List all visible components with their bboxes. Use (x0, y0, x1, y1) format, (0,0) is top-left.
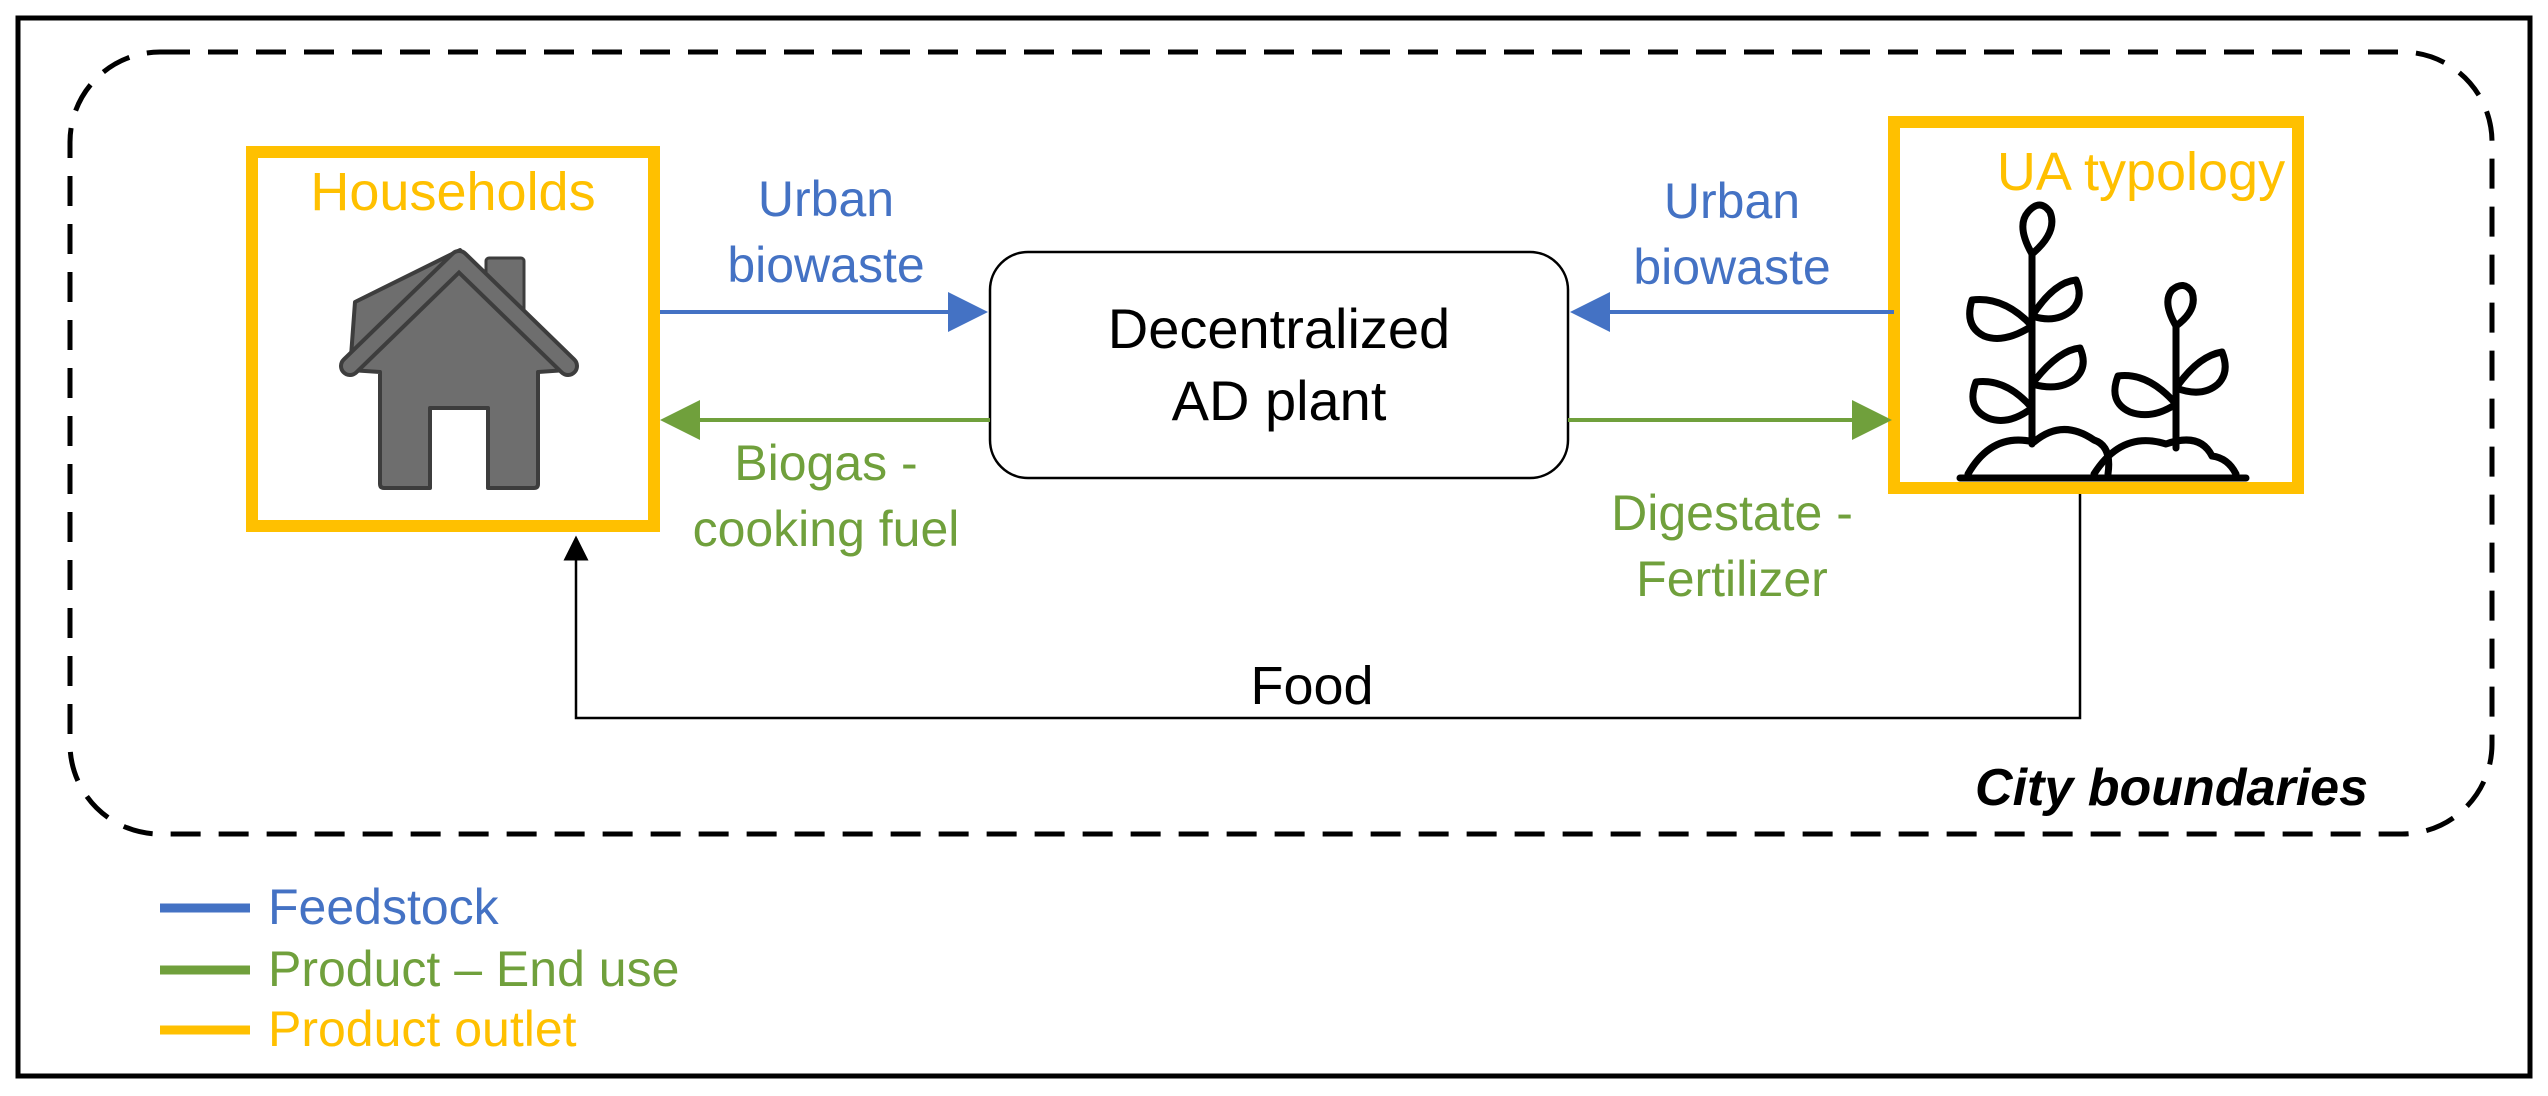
flow-households-to-plant-line2: biowaste (727, 237, 924, 293)
flow-households-to-plant-line1: Urban (758, 171, 894, 227)
legend-label-product: Product – End use (268, 941, 679, 997)
legend-label-feedstock: Feedstock (268, 879, 500, 935)
figure-frame (15, 15, 2533, 1079)
ad-plant-line2: AD plant (1172, 369, 1387, 432)
flow-ua-to-plant-line2: biowaste (1633, 239, 1830, 295)
city-boundary (67, 49, 2495, 837)
ua-typology-box (1888, 116, 2304, 494)
flow-ua-to-plant-line1: Urban (1664, 173, 1800, 229)
ua-typology-title: UA typology (1997, 142, 2285, 202)
flow-ua-to-households-label: Food (1250, 656, 1373, 716)
plant-icon (1956, 201, 2250, 482)
legend: Feedstock Product – End use Product outl… (160, 879, 679, 1057)
flow-ua-to-households (563, 494, 2082, 720)
ad-plant-line1: Decentralized (1108, 297, 1450, 360)
city-boundary-label: City boundaries (1975, 759, 2368, 817)
house-icon (339, 248, 579, 490)
households-title: Households (310, 162, 595, 222)
flow-plant-to-households-line1: Biogas - (734, 435, 917, 491)
legend-label-outlet: Product outlet (268, 1001, 577, 1057)
flow-plant-to-households-line2: cooking fuel (693, 501, 960, 557)
flow-plant-to-ua-line2: Fertilizer (1636, 551, 1828, 607)
flow-plant-to-ua-line1: Digestate - (1611, 485, 1853, 541)
ad-plant-box (988, 250, 1570, 480)
